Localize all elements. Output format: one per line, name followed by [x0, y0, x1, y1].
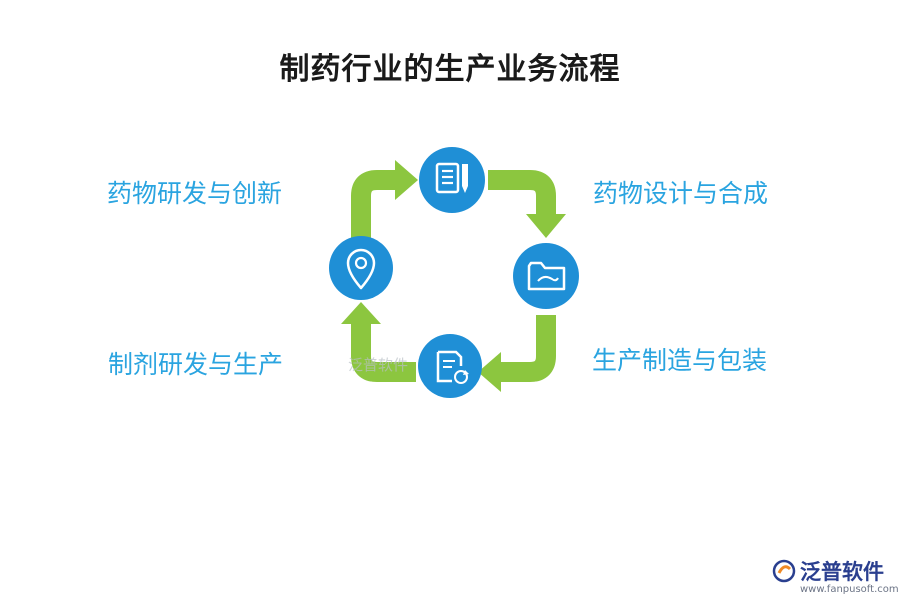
document-pencil-icon — [419, 147, 485, 213]
brand-logo: 泛普软件 www.fanpusoft.com — [772, 556, 899, 595]
arrow-right-to-bottom — [478, 315, 556, 392]
page-title: 制药行业的生产业务流程 — [279, 52, 621, 87]
arrow-top-to-right — [488, 170, 566, 238]
brand-url[interactable]: www.fanpusoft.com — [800, 584, 899, 595]
document-refresh-icon — [418, 334, 482, 398]
step-label-drug-research: 药物研发与创新 — [107, 179, 283, 208]
folder-icon — [513, 243, 579, 309]
brand-name: 泛普软件 — [800, 560, 884, 584]
arrow-bottom-to-left — [341, 302, 416, 382]
location-pin-icon — [329, 236, 393, 300]
step-label-manufacturing: 生产制造与包装 — [592, 346, 768, 375]
brand-logo-icon — [772, 559, 796, 583]
watermark-text: 泛普软件 — [348, 356, 409, 374]
arrow-left-to-top — [351, 160, 418, 238]
step-label-drug-design: 药物设计与合成 — [593, 179, 769, 208]
step-label-formulation: 制剂研发与生产 — [108, 350, 284, 379]
